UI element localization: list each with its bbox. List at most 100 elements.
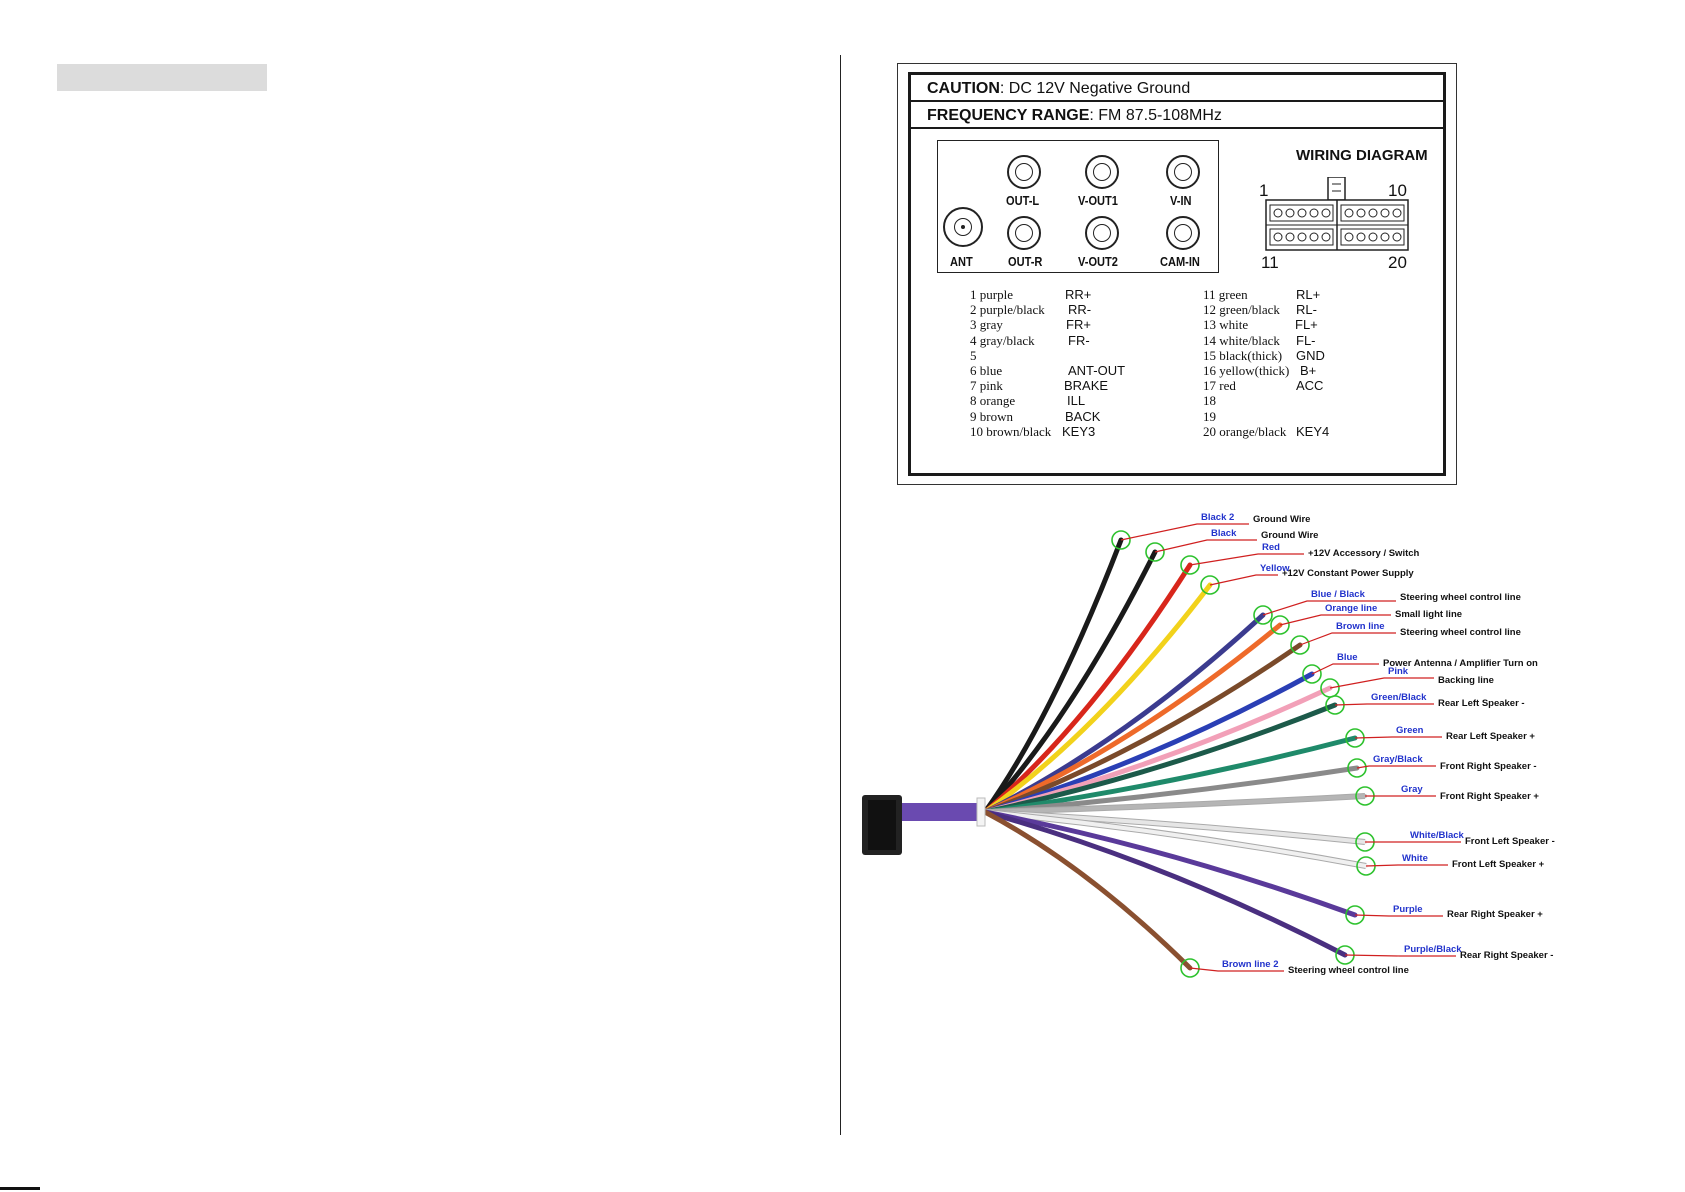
out-r-label: OUT-R xyxy=(1008,254,1043,269)
pin-function: FL+ xyxy=(1295,317,1318,333)
harness-wire xyxy=(982,582,1213,815)
wire-function-label: Front Right Speaker + xyxy=(1440,791,1539,802)
vin-label: V-IN xyxy=(1170,193,1192,208)
harness-wire xyxy=(982,809,1358,918)
pin-wire: 11 green xyxy=(1203,287,1248,302)
pin-wire: 10 brown/black xyxy=(970,423,1052,439)
iso-plug-icon xyxy=(1265,177,1409,251)
pin-1-label: 1 xyxy=(1259,181,1269,200)
out-l-label: OUT-L xyxy=(1006,193,1040,208)
label-leader-line xyxy=(1356,765,1436,769)
label-leader-line xyxy=(1189,967,1284,972)
pin-20-label: 20 xyxy=(1388,253,1407,272)
wire-function-label: Backing line xyxy=(1438,675,1494,686)
vin-jack-icon xyxy=(1166,155,1200,189)
harness-wire xyxy=(982,735,1358,815)
harness-wire xyxy=(982,642,1303,815)
wire-color-label: Pink xyxy=(1388,666,1409,677)
wire-color-label: Brown line 2 xyxy=(1222,959,1279,970)
wire-function-label: Steering wheel control line xyxy=(1288,965,1409,976)
wire-color-label: Purple/Black xyxy=(1404,944,1462,955)
wire-end-marker-icon xyxy=(1270,615,1290,635)
wire-color-label: Gray/Black xyxy=(1373,754,1423,765)
wire-end-marker-icon xyxy=(1253,605,1273,625)
camin-jack-icon xyxy=(1166,216,1200,250)
harness-wire xyxy=(982,562,1193,815)
label-leader-line xyxy=(1154,539,1257,553)
pin-function: RR- xyxy=(1068,302,1092,318)
wire-function-label: Rear Right Speaker + xyxy=(1447,909,1543,920)
wire-function-label: Front Right Speaker - xyxy=(1440,761,1537,772)
label-leader-line xyxy=(1120,523,1249,541)
label-leader-line xyxy=(1311,663,1379,675)
pin-wire: 8 orange xyxy=(970,393,1016,409)
harness-wire xyxy=(983,794,1367,814)
pin-wire: 17 red xyxy=(1203,378,1236,394)
wire-end-marker-icon xyxy=(1302,664,1322,684)
pin-wire: 9 brown xyxy=(970,408,1013,424)
wire-color-label: Black xyxy=(1211,528,1237,539)
caution-text: : DC 12V Negative Ground xyxy=(999,80,1191,97)
wire-color-label: Brown line xyxy=(1336,621,1385,632)
pin-wire: 12 green/black xyxy=(1203,302,1280,318)
vout1-jack-icon xyxy=(1085,155,1119,189)
pin-row: 11 green RL+ xyxy=(1203,287,1433,302)
pin-wire: 19 xyxy=(1203,408,1216,424)
pin-row: 5 xyxy=(970,348,1180,363)
wire-function-label: Front Left Speaker - xyxy=(1465,836,1555,847)
pin-10-label: 10 xyxy=(1388,181,1407,200)
wire-function-label: Rear Left Speaker - xyxy=(1438,698,1525,709)
wire-color-label: Orange line xyxy=(1325,603,1378,614)
harness-wire xyxy=(983,810,1368,868)
harness-wire xyxy=(982,809,1193,971)
out-l-jack-icon xyxy=(1007,155,1041,189)
label-leader-line xyxy=(1365,864,1448,867)
pin-function: ACC xyxy=(1296,378,1324,394)
wire-end-marker-icon xyxy=(1111,530,1131,550)
pin-function: RL- xyxy=(1296,302,1317,318)
wire-color-label: Green xyxy=(1396,725,1424,736)
frequency-text: : FM 87.5-108MHz xyxy=(1089,107,1222,124)
page-divider xyxy=(840,55,841,1135)
wire-function-label: Steering wheel control line xyxy=(1400,627,1521,638)
pin-function: ILL xyxy=(1067,393,1086,409)
wire-end-marker-icon xyxy=(1200,575,1220,595)
pin-function: GND xyxy=(1296,347,1325,363)
pin-wire: 18 xyxy=(1203,393,1216,409)
wire-color-label: Purple xyxy=(1393,904,1423,915)
camin-label: CAM-IN xyxy=(1160,254,1200,269)
pin-function: KEY4 xyxy=(1296,423,1330,439)
wire-color-label: Red xyxy=(1262,542,1280,553)
pin-row: 10 brown/black KEY3 xyxy=(970,424,1180,439)
wire-color-label: Yellow xyxy=(1260,563,1290,574)
wire-end-marker-icon xyxy=(1180,958,1200,978)
wire-bundle xyxy=(902,803,985,821)
vout2-label: V-OUT2 xyxy=(1078,254,1118,269)
spec-frame: CAUTION: DC 12V Negative Ground FREQUENC… xyxy=(908,72,1446,476)
wire-color-label: Green/Black xyxy=(1371,692,1427,703)
harness-wire xyxy=(982,537,1124,815)
pin-function: ANT-OUT xyxy=(1068,362,1126,378)
wire-function-label: Ground Wire xyxy=(1253,514,1311,525)
header-placeholder-bar xyxy=(57,64,267,91)
wire-function-label: Power Antenna / Amplifier Turn on xyxy=(1383,658,1538,669)
pin-function: BACK xyxy=(1065,408,1101,424)
rca-connector-panel xyxy=(937,140,1219,273)
vout1-label: V-OUT1 xyxy=(1078,193,1118,208)
pin-function: KEY3 xyxy=(1062,423,1096,439)
pin-row: 16 yellow(thick)B+ xyxy=(1203,363,1433,378)
pin-row: 9 brown BACK xyxy=(970,409,1180,424)
pin-row: 18 xyxy=(1203,393,1433,408)
wire-function-label: Ground Wire xyxy=(1261,530,1319,541)
pin-function: FR- xyxy=(1068,332,1090,348)
wire-function-label: +12V Accessory / Switch xyxy=(1308,548,1420,559)
pin-wire: 1 purple xyxy=(970,287,1013,302)
harness-plug-face xyxy=(868,800,896,850)
pin-function: RL+ xyxy=(1296,287,1321,302)
pin-row: 17 red ACC xyxy=(1203,378,1433,393)
